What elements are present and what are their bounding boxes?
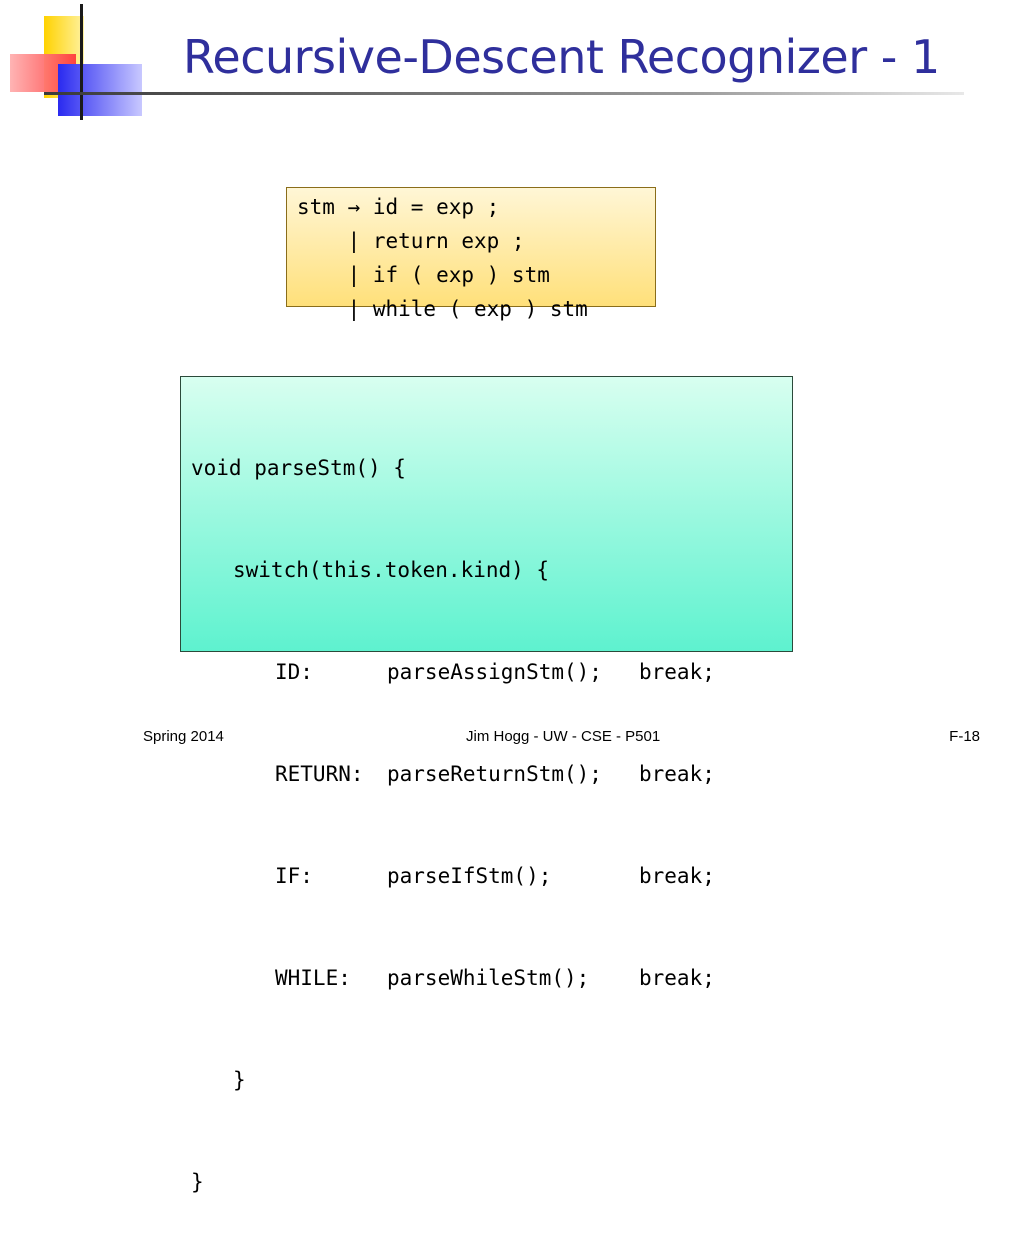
case-call: parseIfStm(); — [387, 864, 552, 888]
case-label: WHILE: — [275, 966, 351, 990]
slide-title: Recursive-Descent Recognizer - 1 — [183, 30, 940, 84]
case-label: IF: — [275, 864, 313, 888]
case-break: break; — [639, 762, 715, 786]
logo-blue-square — [58, 64, 142, 116]
title-underline — [44, 92, 964, 95]
code-case-line: WHILE: parseWhileStm(); break; — [191, 961, 782, 995]
code-function-header: void parseStm() { — [191, 456, 406, 480]
grammar-line: | if ( exp ) stm — [297, 263, 550, 287]
slide-logo — [0, 0, 150, 125]
code-case-line: IF: parseIfStm(); break; — [191, 859, 782, 893]
footer-author: Jim Hogg - UW - CSE - P501 — [466, 728, 661, 745]
case-call: parseAssignStm(); — [387, 660, 602, 684]
grammar-line: | while ( exp ) stm — [297, 297, 588, 321]
grammar-line: | return exp ; — [297, 229, 525, 253]
grammar-box: stm → id = exp ; | return exp ; | if ( e… — [286, 187, 656, 321]
footer-slide-number: F-18 — [949, 728, 980, 745]
code-box: void parseStm() { switch(this.token.kind… — [180, 376, 793, 1194]
code-close-function: } — [191, 1170, 204, 1194]
case-label: RETURN: — [275, 762, 364, 786]
case-call: parseReturnStm(); — [387, 762, 602, 786]
code-case-line: ID: parseAssignStm(); break; — [191, 655, 782, 689]
case-call: parseWhileStm(); — [387, 966, 590, 990]
case-label: ID: — [275, 660, 313, 684]
footer-date: Spring 2014 — [143, 728, 224, 745]
grammar-line: stm → id = exp ; — [297, 195, 500, 219]
case-break: break; — [639, 966, 715, 990]
case-break: break; — [639, 864, 715, 888]
case-break: break; — [639, 660, 715, 684]
code-close-switch: } — [233, 1068, 246, 1092]
code-switch-line: switch(this.token.kind) { — [233, 558, 550, 582]
code-case-line: RETURN: parseReturnStm(); break; — [191, 757, 782, 791]
logo-vertical-line — [80, 4, 83, 120]
